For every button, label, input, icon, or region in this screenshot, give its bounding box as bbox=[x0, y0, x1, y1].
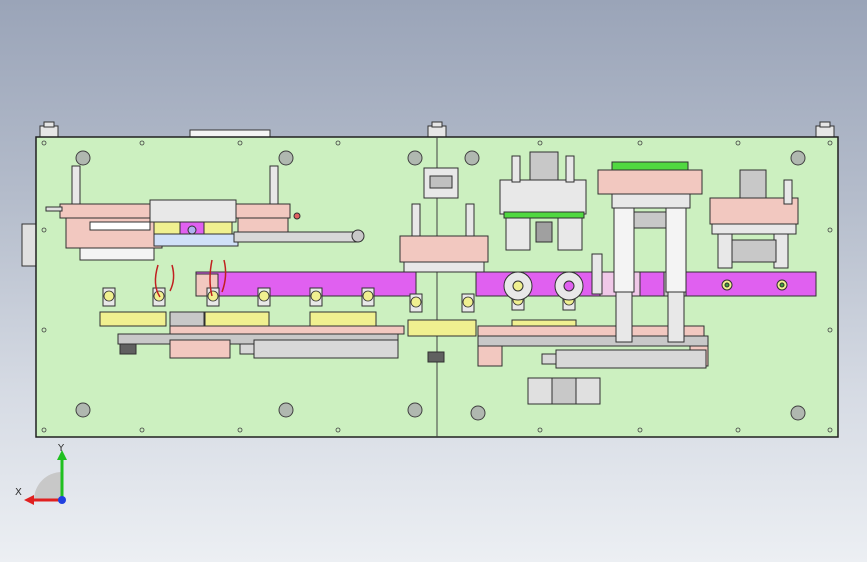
station-center-block bbox=[399, 167, 489, 273]
gripper-hoses bbox=[154, 259, 227, 298]
station-rotary-grippers bbox=[499, 151, 587, 301]
x-axis-label: X bbox=[15, 487, 22, 498]
station-press-unit bbox=[591, 161, 703, 343]
coordinate-triad bbox=[24, 450, 67, 505]
top-lifting-lugs bbox=[39, 121, 835, 138]
mounting-holes-large bbox=[75, 150, 806, 421]
air-cylinders bbox=[119, 339, 707, 369]
station-left-transfer bbox=[45, 165, 365, 261]
y-axis-label: Y bbox=[58, 443, 65, 454]
station-right-module bbox=[709, 169, 799, 269]
screw-holes bbox=[41, 140, 833, 433]
bottom-stop-bracket bbox=[527, 377, 601, 405]
